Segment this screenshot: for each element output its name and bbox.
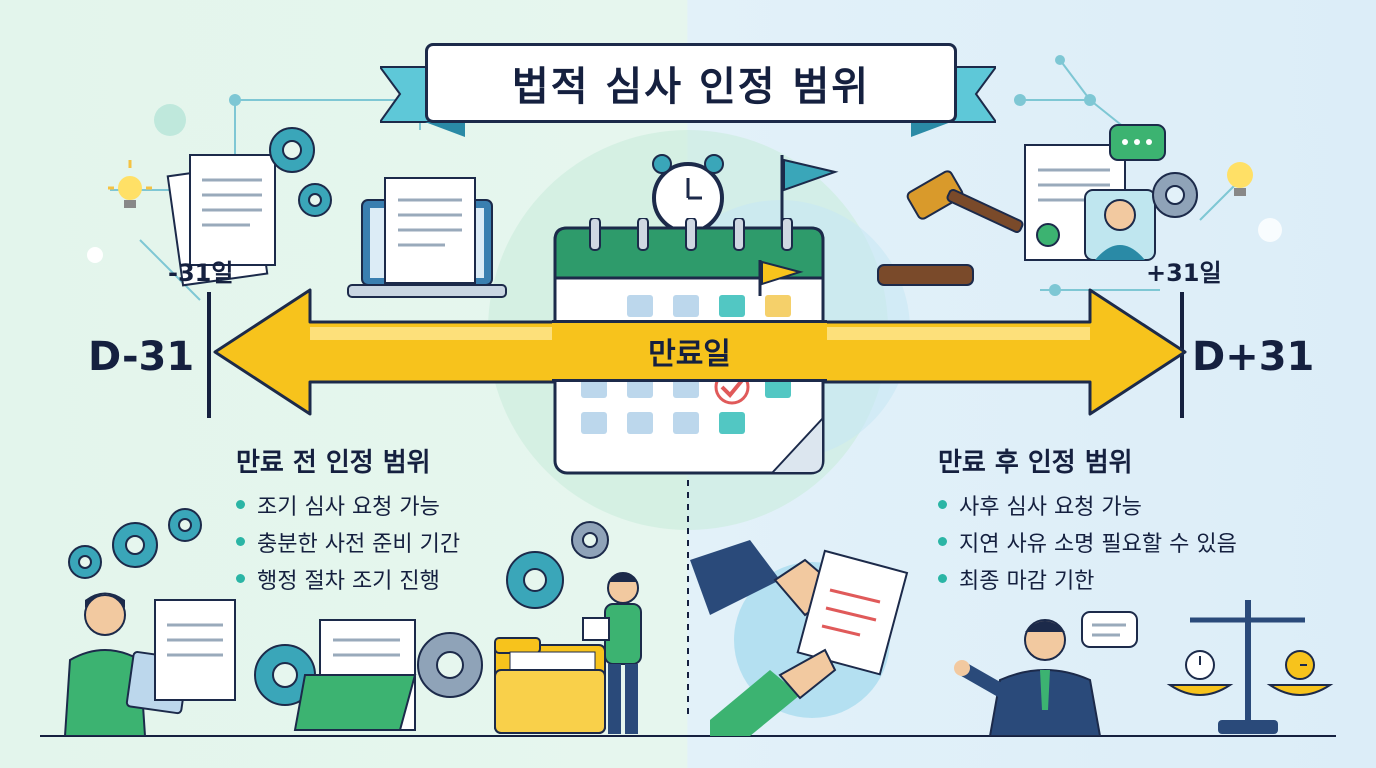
left-bottom-illustrations xyxy=(63,508,642,736)
bullet-dot xyxy=(236,500,245,509)
lightbulb-icon xyxy=(1227,162,1253,196)
alarm-clock-icon xyxy=(652,154,724,234)
document-stack-icon xyxy=(166,154,276,287)
gavel-icon xyxy=(877,170,1024,286)
gear-icon xyxy=(1152,172,1198,218)
bullet-dot xyxy=(938,500,947,509)
man-figure xyxy=(582,572,642,734)
right-bottom-illustrations xyxy=(690,540,1334,736)
document-icon xyxy=(154,599,236,701)
bullet-dot xyxy=(236,574,245,583)
deadline-right: D+31 xyxy=(1192,334,1315,380)
handshake-document-icon xyxy=(690,540,909,736)
left-section-title: 만료 전 인정 범위 xyxy=(236,448,431,478)
offset-left: -31일 xyxy=(168,259,234,287)
folder-icon xyxy=(494,637,606,734)
list-item: 최종 마감 기한 xyxy=(938,560,1237,597)
right-top-illustrations xyxy=(877,124,1253,286)
page-title: 법적 심사 인정 범위 xyxy=(511,64,871,110)
expiry-label: 만료일 xyxy=(648,337,731,372)
list-item: 지연 사유 소명 필요할 수 있음 xyxy=(938,523,1237,560)
offset-right: +31일 xyxy=(1146,259,1222,287)
lightbulb-icon xyxy=(108,160,152,208)
list-item: 조기 심사 요청 가능 xyxy=(236,486,460,523)
folder-icon xyxy=(293,619,417,731)
list-item: 충분한 사전 준비 기간 xyxy=(236,523,460,560)
deadline-left-tick xyxy=(207,292,211,418)
businessman-figure xyxy=(954,611,1138,736)
bullet-dot xyxy=(938,537,947,546)
laptop-icon xyxy=(347,177,507,298)
calendar-flag-icon xyxy=(758,260,804,296)
avatar-icon xyxy=(1084,189,1156,261)
right-bullet-list: 사후 심사 요청 가능 지연 사유 소명 필요할 수 있음 최종 마감 기한 xyxy=(938,486,1237,597)
gear-icon xyxy=(269,127,332,217)
chat-icon xyxy=(1109,124,1166,161)
clock-flag-illustration xyxy=(652,154,839,235)
bullet-dot xyxy=(236,537,245,546)
deadline-left: D-31 xyxy=(88,334,195,380)
left-top-illustrations xyxy=(108,127,507,298)
ribbon-left-tail xyxy=(380,66,465,137)
list-item: 사후 심사 요청 가능 xyxy=(938,486,1237,523)
bullet-dot xyxy=(938,574,947,583)
expiry-band: 만료일 xyxy=(552,320,827,382)
left-bullet-list: 조기 심사 요청 가능 충분한 사전 준비 기간 행정 절차 조기 진행 xyxy=(236,486,460,597)
right-section-title: 만료 후 인정 범위 xyxy=(938,448,1133,478)
title-banner: 법적 심사 인정 범위 xyxy=(425,43,957,123)
gear-icon xyxy=(417,521,609,698)
gear-icon xyxy=(68,508,564,706)
scale-icon xyxy=(1166,600,1334,734)
list-item: 행정 절차 조기 진행 xyxy=(236,560,460,597)
